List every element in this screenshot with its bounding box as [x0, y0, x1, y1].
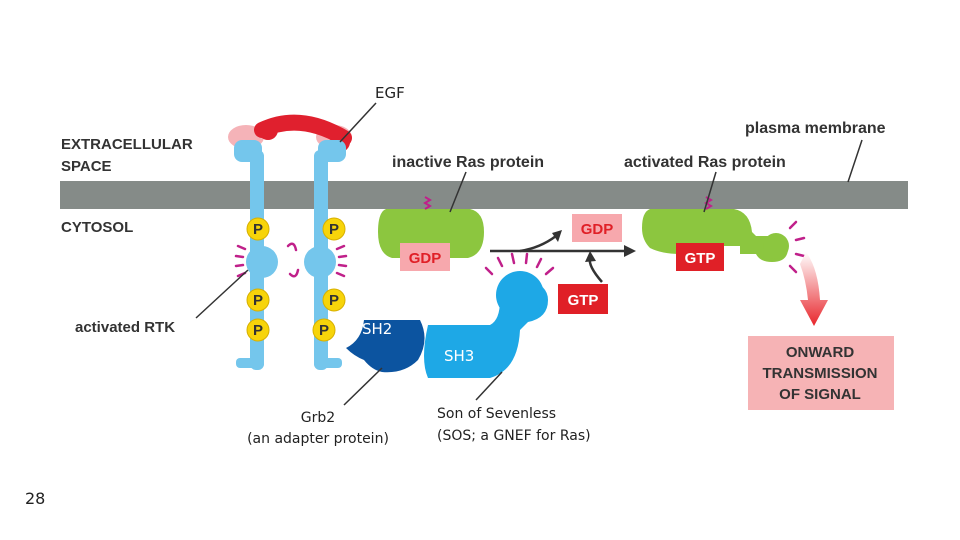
gtp-incoming-box: GTP: [558, 284, 608, 314]
svg-text:TRANSMISSION: TRANSMISSION: [762, 365, 877, 382]
plasma-membrane-band: [60, 181, 908, 209]
phosphate-groups: P P P P P P: [246, 217, 346, 342]
grb2-protein: [346, 320, 425, 373]
svg-text:GTP: GTP: [568, 292, 599, 309]
gtp-bound-box: GTP: [676, 243, 724, 271]
phosphate-left-1: P: [246, 217, 270, 241]
activated-rtk-label: activated RTK: [75, 319, 175, 336]
sos-activity-marks: [484, 252, 555, 276]
activated-ras-label: activated Ras protein: [624, 154, 786, 171]
grb2-label-line1: Grb2: [301, 410, 335, 426]
svg-text:P: P: [329, 292, 339, 309]
sos-label-line2: (SOS; a GNEF for Ras): [437, 428, 591, 444]
leader-lines: [195, 102, 863, 406]
extracellular-label-line2: SPACE: [61, 158, 112, 175]
onward-transmission-box: ONWARD TRANSMISSION OF SIGNAL: [748, 336, 894, 410]
phosphate-right-2: P: [322, 288, 346, 312]
svg-text:GDP: GDP: [409, 250, 442, 267]
cytosol-label: CYTOSOL: [61, 219, 133, 236]
extracellular-label-line1: EXTRACELLULAR: [61, 136, 193, 153]
ras-activity-marks: [788, 220, 806, 274]
svg-text:P: P: [319, 322, 329, 339]
svg-text:P: P: [253, 292, 263, 309]
svg-text:P: P: [253, 221, 263, 238]
sos-label-line1: Son of Sevenless: [437, 406, 556, 422]
egf-label: EGF: [375, 84, 405, 102]
gdp-bound-box: GDP: [400, 243, 450, 271]
svg-text:OF SIGNAL: OF SIGNAL: [779, 386, 861, 403]
inactive-ras-label: inactive Ras protein: [392, 154, 544, 171]
sh3-label: SH3: [444, 347, 474, 365]
phosphate-left-3: P: [246, 318, 270, 342]
receptor-tyrosine-kinase: [234, 140, 346, 370]
svg-text:ONWARD: ONWARD: [786, 344, 854, 361]
phosphate-right-1: P: [322, 217, 346, 241]
sh2-label: SH2: [362, 320, 392, 338]
onward-signal-arrow: [800, 252, 828, 326]
gdp-released-box: GDP: [572, 214, 622, 242]
page-number: 28: [25, 489, 45, 508]
svg-text:P: P: [329, 221, 339, 238]
svg-text:P: P: [253, 322, 263, 339]
phosphate-left-2: P: [246, 288, 270, 312]
exchange-arrow: [490, 230, 636, 283]
grb2-label-line2: (an adapter protein): [247, 431, 389, 447]
sos-protein: [424, 271, 548, 378]
svg-text:GTP: GTP: [685, 250, 716, 267]
phosphate-right-3: P: [312, 318, 336, 342]
plasma-membrane-label: plasma membrane: [745, 120, 886, 137]
svg-text:GDP: GDP: [581, 221, 614, 238]
kinase-activity-marks: [234, 242, 348, 278]
